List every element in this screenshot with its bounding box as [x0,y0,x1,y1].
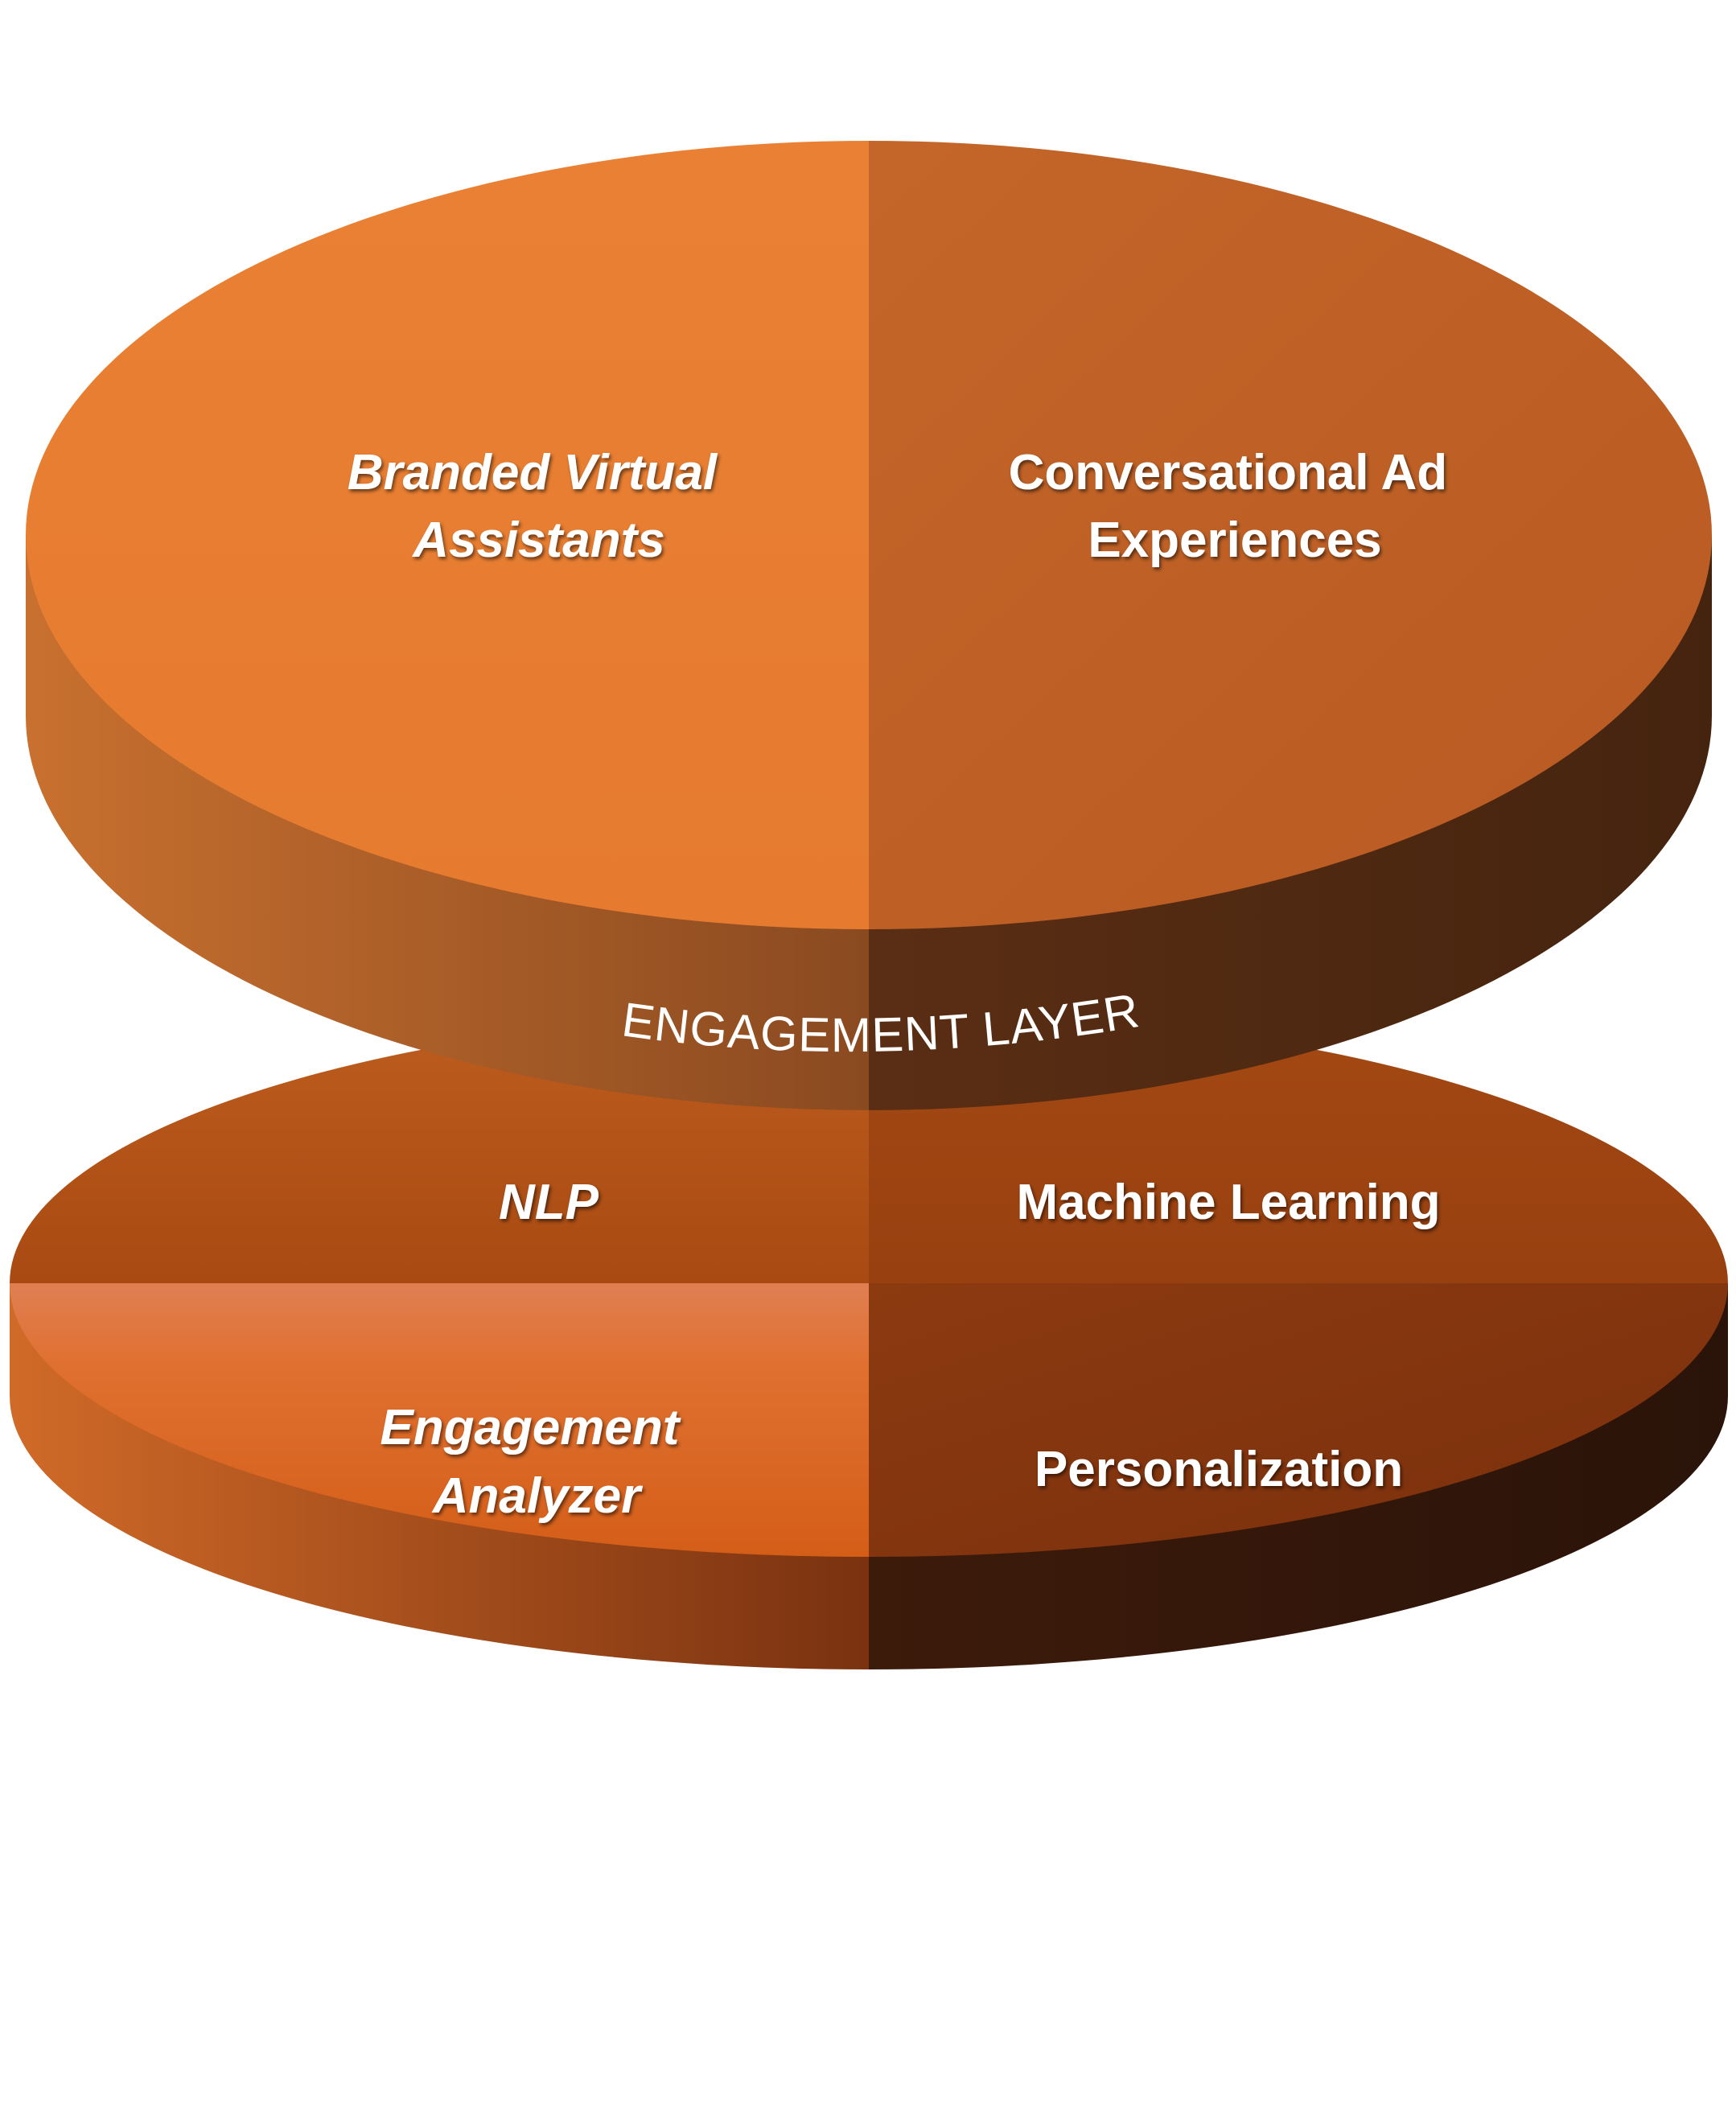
top-disc [26,141,1712,1110]
top-disc-face-left [26,141,869,929]
bottom-disc-front-right [869,1283,1728,1557]
bottom-disc-front-left [10,1283,869,1557]
segment-label-personalization: Personalization [1035,1442,1403,1497]
top-disc-face-right [869,141,1712,929]
layer-label-ai-foundation: AI FOUNDATION [685,1817,1071,1890]
segment-label-conversational-ad-experiences: Conversational Ad Experiences [1009,445,1462,568]
segment-label-machine-learning: Machine Learning [1016,1175,1440,1230]
segment-label-engagement-analyzer: Engagement Analyzer [380,1400,693,1524]
segment-label-branded-virtual-assistants: Branded Virtual Assistants [348,445,731,568]
segment-label-nlp: NLP [499,1175,599,1230]
